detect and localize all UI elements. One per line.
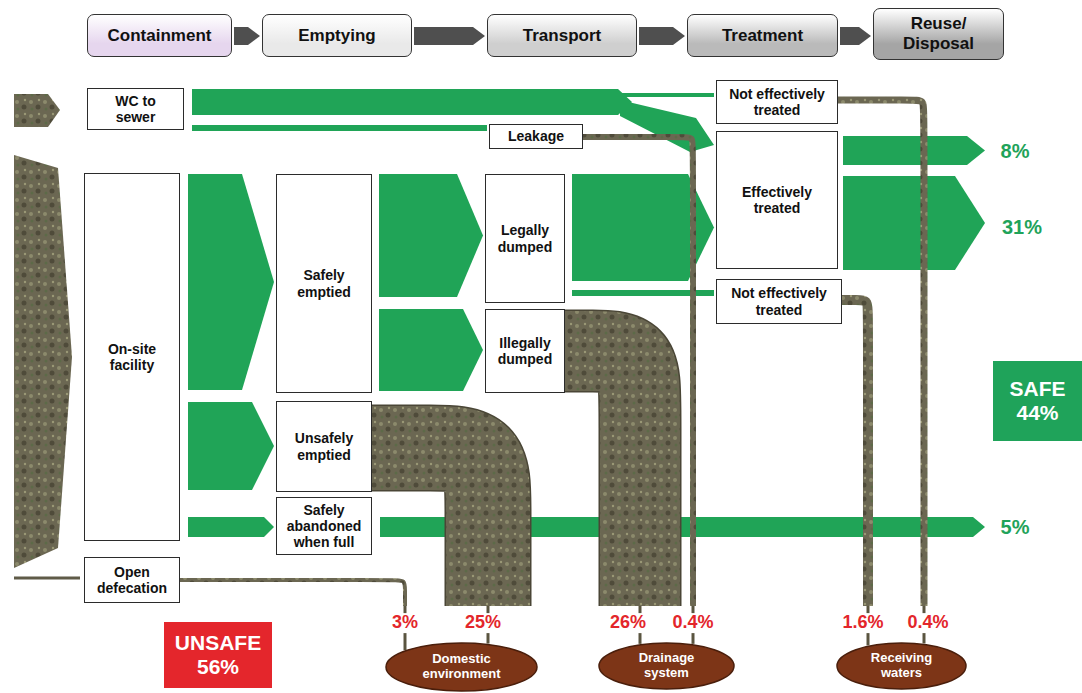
node-text: UNSAFE 56% [171, 631, 266, 679]
stage-header: Containment [87, 14, 232, 57]
safe-flow-arrow [843, 136, 985, 165]
node-text: Open defecation [88, 564, 176, 596]
flow-shape [379, 174, 483, 297]
pipe-body [838, 100, 924, 606]
process-box: Leakage [489, 124, 583, 149]
node-text: Unsafely emptied [280, 430, 368, 462]
percentage-label: 1.6% [839, 613, 886, 633]
flow-shape [188, 402, 274, 490]
node-text: Legally dumped [489, 222, 561, 254]
node-text: Emptying [298, 26, 375, 46]
node-text: Effectively treated [720, 184, 834, 216]
excreta-input-arrow [14, 94, 60, 127]
node-text: Safely emptied [280, 267, 368, 299]
flow-shape [639, 27, 685, 45]
pipe-edge [372, 448, 488, 606]
process-box: Unsafely emptied [276, 401, 372, 492]
process-box: Effectively treated [716, 131, 838, 269]
node-text: Drainage system [627, 651, 707, 681]
percentage-label: 25% [462, 613, 504, 633]
stage-header: Reuse/ Disposal [873, 8, 1004, 60]
node-text: SAFE 44% [1003, 377, 1073, 425]
excreta-input-line [14, 577, 80, 580]
pipe-body [565, 351, 640, 606]
flow-shape [192, 89, 714, 152]
sludge-pipe [842, 300, 868, 645]
node-text: Domestic environment [412, 652, 512, 682]
node-text: Illegally dumped [489, 335, 561, 367]
outcome-ellipse: Drainage system [598, 642, 735, 690]
node-text: Not effectively treated [720, 285, 838, 317]
process-box: Not effectively treated [716, 279, 842, 324]
process-box: Safely abandoned when full [276, 497, 372, 555]
node-text: On-site facility [88, 341, 176, 373]
sludge-pipe [565, 351, 640, 644]
safe-total: SAFE 44% [993, 361, 1082, 441]
process-box: Illegally dumped [485, 309, 565, 393]
sludge-pipe [838, 100, 924, 643]
flow-shape [234, 27, 260, 45]
node-text: Transport [523, 26, 601, 46]
flow-arrow [188, 402, 274, 490]
stage-arrow [414, 27, 485, 45]
percentage-label: 26% [607, 613, 649, 633]
flow-arrow [192, 93, 714, 97]
unsafe-total: UNSAFE 56% [164, 622, 272, 688]
flow-arrow [192, 125, 487, 131]
outcome-ellipse: Domestic environment [385, 642, 538, 692]
ellipse-shape [599, 643, 734, 689]
process-box: Safely emptied [276, 174, 372, 393]
outcome-ellipse: Receiving waters [836, 642, 967, 690]
node-text: Reuse/ Disposal [891, 14, 986, 53]
stage-arrow [639, 27, 685, 45]
pipe-body [372, 448, 488, 606]
flow-shape [840, 27, 871, 45]
percentage-label: 5% [998, 516, 1033, 538]
pipe-body [842, 300, 868, 606]
stage-header: Transport [487, 14, 637, 57]
node-text: Safely abandoned when full [280, 502, 368, 550]
flow-shape [414, 27, 485, 45]
stage-arrow [234, 27, 260, 45]
percentage-label: 8% [998, 140, 1033, 162]
percentage-label: 0.4% [904, 613, 951, 633]
ellipse-shape [386, 643, 537, 691]
process-box: Legally dumped [485, 174, 565, 303]
flow-shape [379, 309, 483, 391]
node-text: Leakage [508, 128, 564, 144]
process-box: WC to sewer [87, 88, 184, 130]
percentage-label: 0.4% [669, 613, 716, 633]
node-text: Containment [108, 26, 212, 46]
process-box: Not effectively treated [716, 80, 838, 124]
pipe-body [180, 580, 405, 606]
safe-flow-arrow [843, 176, 985, 270]
node-text: Treatment [722, 26, 803, 46]
percentage-label: 3% [389, 613, 421, 633]
excreta-input-band [14, 155, 72, 568]
flow-arrow [188, 517, 274, 537]
pipe-edge [565, 351, 640, 606]
stage-header: Emptying [262, 14, 412, 57]
node-text: Not effectively treated [720, 86, 834, 118]
node-text: WC to sewer [101, 93, 171, 125]
flow-arrow [379, 309, 483, 391]
percentage-label: 31% [999, 216, 1045, 238]
stage-header: Treatment [687, 14, 838, 57]
flow-arrow [192, 89, 714, 152]
stage-arrow [840, 27, 871, 45]
flow-shape [188, 517, 274, 537]
process-box: On-site facility [84, 173, 180, 541]
flow-arrow [379, 174, 483, 297]
flow-arrow [188, 174, 274, 390]
node-text: Receiving waters [862, 651, 942, 681]
process-box: Open defecation [84, 557, 180, 603]
flow-shape [192, 125, 487, 131]
flow-shape [192, 93, 714, 97]
ellipse-shape [837, 643, 966, 689]
flow-shape [188, 174, 274, 390]
